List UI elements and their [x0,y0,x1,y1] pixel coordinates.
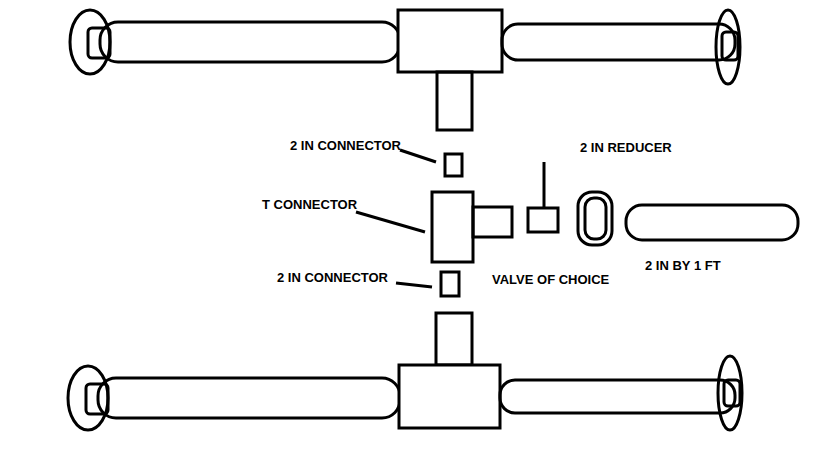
wheel [716,10,740,84]
t-connector-stub [473,207,512,237]
leader-line [400,150,436,162]
wheel [718,356,742,430]
connector [441,272,459,296]
part-label: VALVE OF CHOICE [492,272,609,287]
part-label: 2 IN BY 1 FT [645,258,721,273]
pipe [98,378,400,418]
part-label: 2 IN CONNECTOR [277,270,388,285]
leader-line [396,283,432,287]
leader-line [356,212,425,232]
pipe [626,205,798,240]
axle-end [724,380,740,406]
pipe [500,380,735,413]
pipe [100,22,400,62]
reducer [578,192,612,245]
axle-end [722,32,738,60]
reducer-inner [585,198,606,239]
tee-fitting [398,10,502,72]
connector [445,154,462,176]
part-label: T CONNECTOR [262,197,357,212]
wheel [70,10,110,74]
tee-fitting [399,365,500,428]
tee-stub [436,313,472,365]
valve [528,208,558,232]
wheel [68,366,108,430]
pipe [502,24,735,60]
tee-stub [437,72,472,130]
t-connector [432,192,473,262]
part-label: 2 IN REDUCER [580,140,672,155]
part-label: 2 IN CONNECTOR [290,138,401,153]
valve-stem [543,162,546,208]
